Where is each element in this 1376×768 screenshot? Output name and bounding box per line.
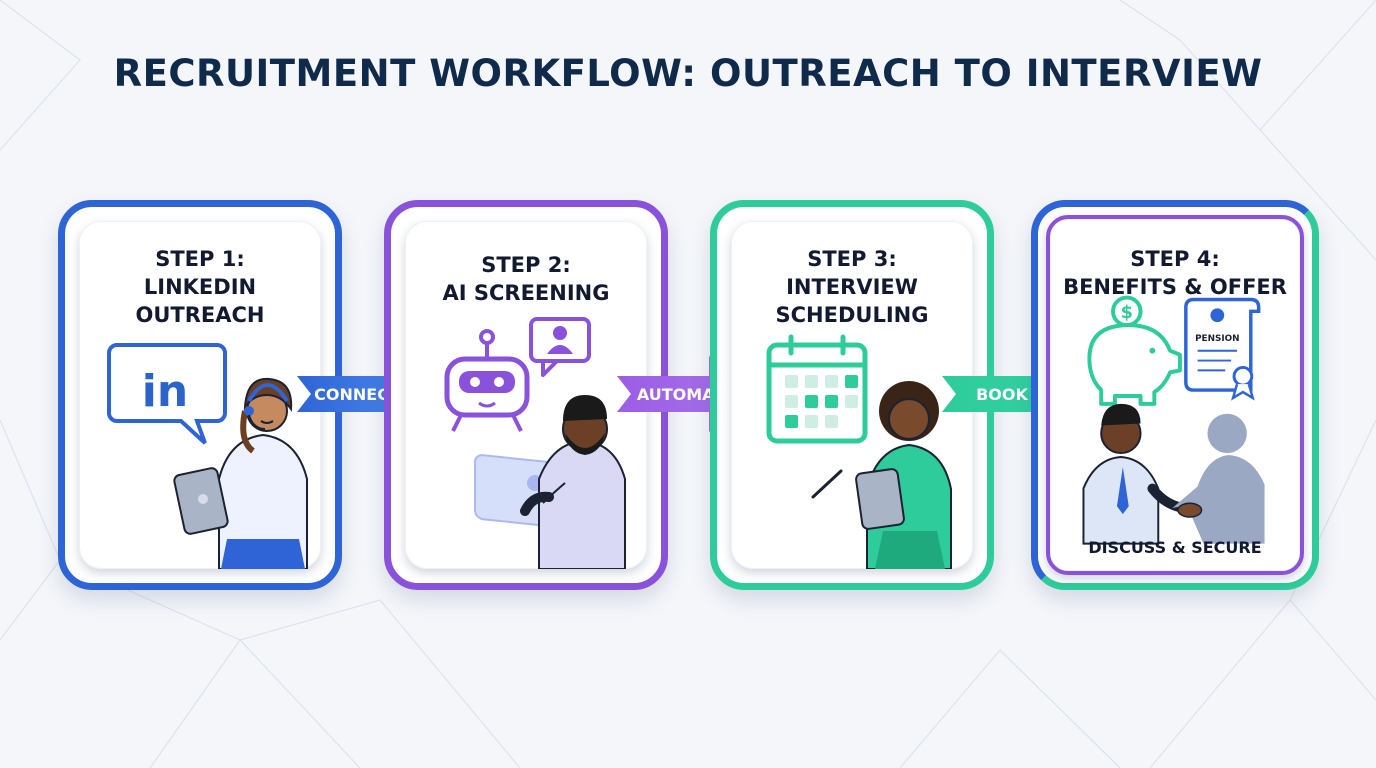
step-2-card: STEP 2: AI SCREENING — [384, 200, 668, 590]
connector-label: CONNECT — [314, 384, 400, 404]
tablet — [855, 468, 905, 530]
step-3-illustration — [766, 334, 952, 569]
step-1-title-line-2: LINKEDIN — [143, 275, 257, 299]
step-2-title-line-2: AI SCREENING — [442, 281, 610, 305]
recruiter-person — [218, 377, 308, 569]
step-1-card-inner: STEP 1: LINKEDIN OUTREACH in — [79, 221, 321, 569]
step-1-title-line-3: OUTREACH — [135, 303, 265, 327]
step-4-title: STEP 4: BENEFITS & OFFER — [1050, 245, 1300, 301]
step-1-illustration: in — [107, 343, 308, 569]
svg-text:in: in — [142, 366, 188, 417]
connector-label: BOOK — [976, 384, 1028, 404]
step-4-title-line-1: STEP 4: — [1130, 247, 1220, 271]
svg-text:$: $ — [1121, 303, 1133, 323]
linkedin-icon: in — [107, 343, 227, 445]
piggy-bank-icon: $ — [1087, 295, 1182, 406]
profile-chat-icon — [529, 317, 591, 377]
step-3-title-line-3: SCHEDULING — [775, 303, 929, 327]
robot-icon — [444, 329, 530, 432]
step-3-card-inner: STEP 3: INTERVIEW SCHEDULING — [731, 221, 973, 569]
step-2-illustration — [444, 317, 626, 569]
step-2-title: STEP 2: AI SCREENING — [405, 251, 647, 307]
employer-silhouette — [1172, 413, 1265, 544]
candidate-person — [1082, 403, 1191, 545]
step-3-title-line-1: STEP 3: — [807, 247, 897, 271]
step-1-title-line-1: STEP 1: — [155, 247, 245, 271]
step-4-card-inner: STEP 4: BENEFITS & OFFER $ PENSION — [1046, 215, 1304, 575]
step-2-card-inner: STEP 2: AI SCREENING — [405, 221, 647, 569]
page-title: RECRUITMENT WORKFLOW: OUTREACH TO INTERV… — [113, 52, 1263, 95]
step-3-title-line-2: INTERVIEW — [786, 275, 918, 299]
step-4-illustration: $ PENSION — [1082, 295, 1265, 545]
step-3-title: STEP 3: INTERVIEW SCHEDULING — [731, 245, 973, 329]
stylus-pen — [811, 469, 843, 499]
step-1-title: STEP 1: LINKEDIN OUTREACH — [79, 245, 321, 329]
step-4-footer: DISCUSS & SECURE — [1088, 538, 1262, 557]
pension-label: PENSION — [1195, 334, 1240, 344]
screener-person — [520, 395, 626, 569]
step-2-title-line-1: STEP 2: — [481, 253, 571, 277]
handshake — [1177, 502, 1203, 518]
calendar-icon — [766, 334, 868, 444]
step-3-card: STEP 3: INTERVIEW SCHEDULING — [710, 200, 994, 590]
step-4-card: STEP 4: BENEFITS & OFFER $ PENSION — [1031, 200, 1319, 590]
step-4-title-line-2: BENEFITS & OFFER — [1063, 275, 1287, 299]
pension-document-icon: PENSION — [1184, 297, 1261, 401]
tablet — [173, 467, 229, 535]
